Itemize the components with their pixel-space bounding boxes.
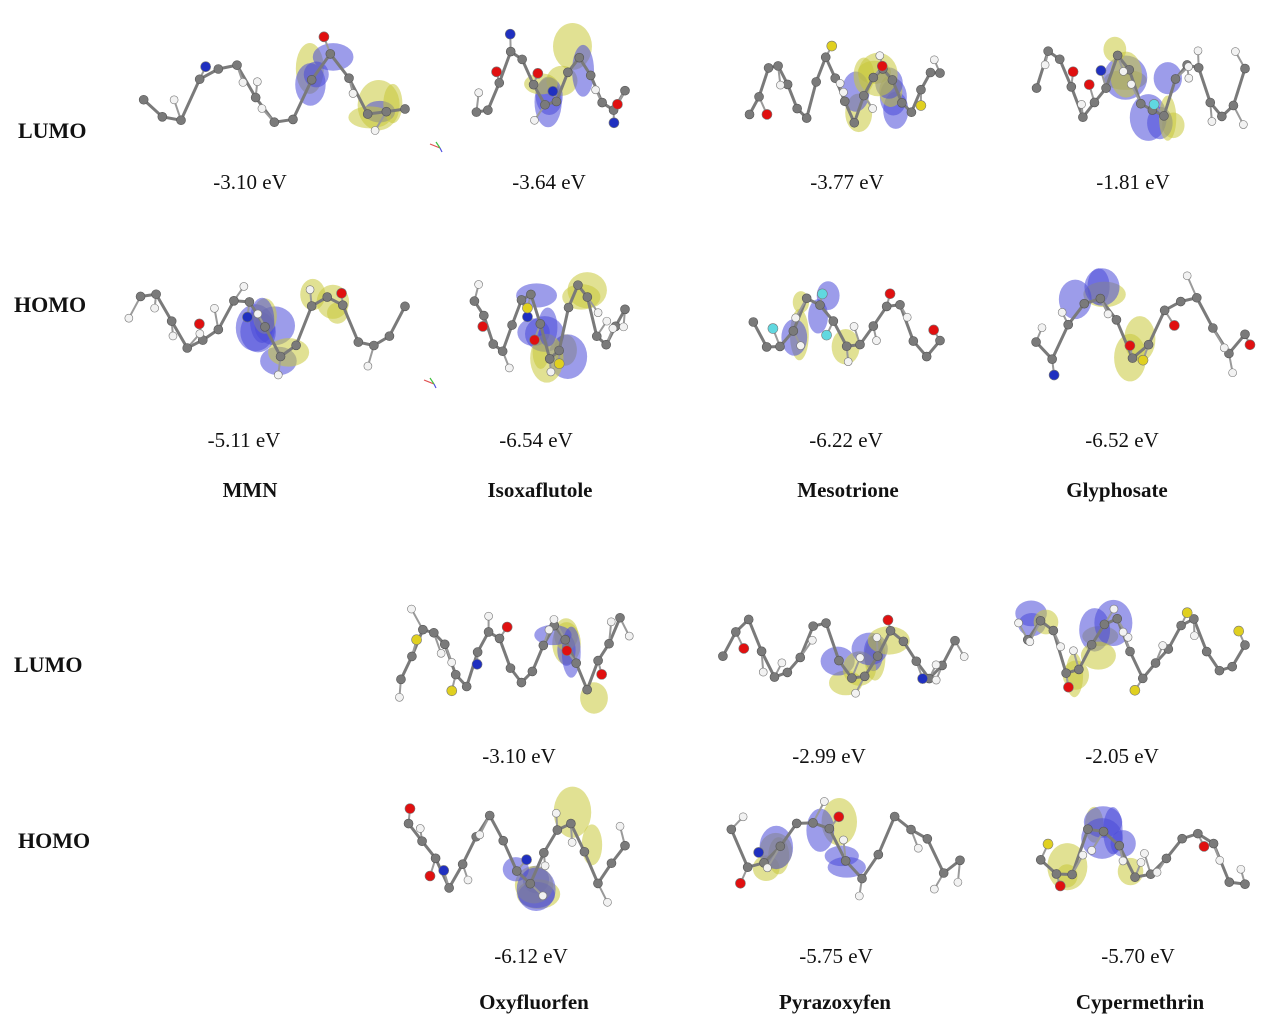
oxyfluorfen-lumo-orbital-image [395,604,634,714]
row-label-homo-bottom: HOMO [18,828,91,853]
pyrazoxyfen-homo-energy: -5.75 eV [799,944,873,968]
glyphosate-homo-orbital-image [1031,268,1256,382]
glyphosate-lumo-orbital-image [1031,36,1250,141]
compound-name-oxyfluorfen: Oxyfluorfen [479,990,589,1014]
mesotrione-lumo-energy: -3.77 eV [810,170,884,194]
cypermethrin-lumo-orbital-image [1014,599,1250,698]
compound-name-isoxaflutole: Isoxaflutole [487,478,593,502]
oxyfluorfen-homo-energy: -6.12 eV [494,944,568,968]
compound-name-mmn: MMN [222,478,278,502]
cypermethrin-homo-orbital-image [1035,806,1250,892]
cypermethrin-lumo-energy: -2.05 eV [1085,744,1159,768]
pyrazoxyfen-homo-orbital-image [726,797,965,901]
oxyfluorfen-lumo-energy: -3.10 eV [482,744,556,768]
mmn-lumo-energy: -3.10 eV [213,170,287,194]
isoxaflutole-homo-orbital-image [469,272,630,383]
compound-name-cypermethrin: Cypermethrin [1075,990,1205,1014]
mmn-homo-energy: -5.11 eV [207,428,281,452]
row-label-lumo-top: LUMO [18,118,87,143]
glyphosate-lumo-energy: -1.81 eV [1096,170,1170,194]
isoxaflutole-homo-energy: -6.54 eV [499,428,573,452]
orbital-lobes [235,278,350,376]
compound-name-pyrazoxyfen: Pyrazoxyfen [779,990,891,1014]
mesotrione-homo-orbital-image [748,281,945,366]
oxyfluorfen-homo-orbital-image [403,786,630,912]
isoxaflutole-lumo-orbital-image [471,22,630,129]
mmn-lumo-orbital-image [138,31,410,135]
axis-orientation-icon [429,141,443,153]
orbital-lobes [295,43,403,131]
mesotrione-lumo-orbital-image [744,40,945,133]
pyrazoxyfen-lumo-energy: -2.99 eV [792,744,866,768]
pyrazoxyfen-lumo-orbital-image [718,614,969,698]
row-label-lumo-bottom: LUMO [14,652,83,677]
orbital-lobes [1103,36,1185,141]
row-label-homo-top: HOMO [14,292,87,317]
isoxaflutole-lumo-energy: -3.64 eV [512,170,586,194]
mesotrione-homo-energy: -6.22 eV [809,428,883,452]
glyphosate-homo-energy: -6.52 eV [1085,428,1159,452]
axis-orientation-icon [423,377,437,389]
cypermethrin-homo-energy: -5.70 eV [1101,944,1175,968]
mmn-homo-orbital-image [124,278,410,380]
compound-name-mesotrione: Mesotrione [797,478,899,502]
compound-name-glyphosate: Glyphosate [1066,478,1168,502]
